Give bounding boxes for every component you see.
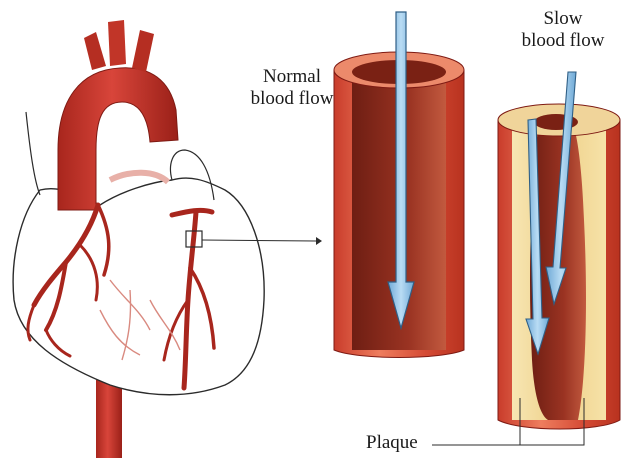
descending-aorta	[96, 380, 122, 458]
slow-label-line1: Slow	[506, 8, 620, 30]
pulmonary-trunk	[110, 173, 168, 182]
normal-blood-flow-label: Normal blood flow	[244, 66, 340, 110]
aortic-branch-1	[84, 32, 106, 70]
heart-line-upper	[26, 112, 40, 195]
normal-label-line2: blood flow	[244, 88, 340, 110]
narrowed-vessel	[498, 72, 620, 429]
slow-blood-flow-label: Slow blood flow	[506, 8, 620, 52]
aortic-branch-3	[132, 30, 154, 72]
aortic-branch-2	[108, 20, 126, 66]
leader-arrowhead	[316, 237, 322, 245]
heart-outline	[13, 178, 264, 395]
plaque-label: Plaque	[366, 432, 418, 454]
normal-vessel	[334, 12, 464, 358]
slow-label-line2: blood flow	[506, 30, 620, 52]
normal-label-line1: Normal	[244, 66, 340, 88]
